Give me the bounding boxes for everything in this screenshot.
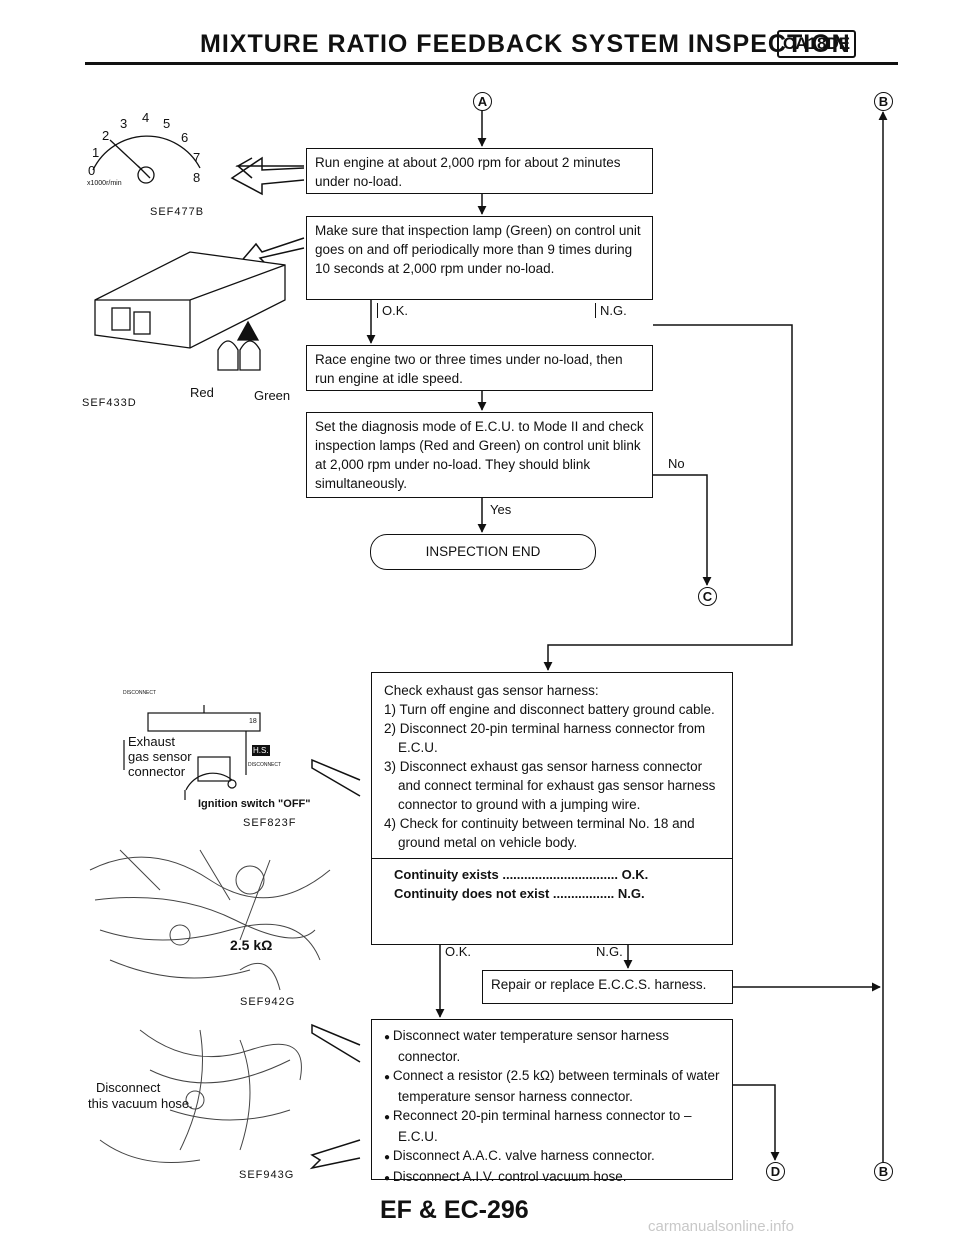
tach-number: 2: [102, 128, 110, 143]
figure-caption: SEF433D: [82, 397, 137, 409]
tach-number: 3: [120, 116, 128, 131]
prep-item: Disconnect water temperature sensor harn…: [382, 1026, 722, 1066]
prep-item: Reconnect 20-pin terminal harness connec…: [382, 1106, 722, 1146]
step-prepare-sensors: Disconnect water temperature sensor harn…: [371, 1019, 733, 1184]
check-item: 4) Check for continuity between terminal…: [384, 816, 695, 850]
connector-node-d: D: [766, 1162, 785, 1181]
check-item: 2) Disconnect 20-pin terminal harness co…: [384, 721, 706, 755]
tach-number: 6: [181, 130, 189, 145]
disconnect-label: DISCONNECT: [248, 762, 282, 768]
result-no: No: [668, 456, 685, 471]
connector-node-b: B: [874, 1162, 893, 1181]
engine-badge: CA18DE: [777, 30, 857, 58]
watermark: carmanualsonline.info: [648, 1218, 794, 1235]
continuity-exists: Continuity exists ......................…: [394, 867, 618, 882]
tach-number: 8: [193, 170, 201, 185]
vacuum-disconnect-label: Disconnect: [96, 1080, 161, 1095]
connector-node-b: B: [874, 92, 893, 111]
step-check-harness: Check exhaust gas sensor harness: 1) Tur…: [371, 672, 733, 945]
figure-caption: SEF477B: [150, 206, 205, 218]
page-title: MIXTURE RATIO FEEDBACK SYSTEM INSPECTION: [200, 30, 851, 58]
prep-item: Connect a resistor (2.5 kΩ) between term…: [382, 1066, 722, 1106]
prep-item: Disconnect A.I.V. control vacuum hose.: [382, 1167, 722, 1188]
harness-exhaust: Exhaust: [128, 734, 175, 749]
connector-node-c: C: [698, 587, 717, 606]
step-run-engine: Run engine at about 2,000 rpm for about …: [306, 148, 653, 194]
continuity-results: Continuity exists ......................…: [372, 858, 732, 903]
continuity-not: Continuity does not exist ..............…: [394, 886, 615, 901]
tach-number: 4: [142, 110, 150, 125]
step-text: Race engine two or three times under no-…: [315, 352, 623, 386]
hs-badge: H.S.: [252, 745, 270, 756]
inspection-end-terminator: INSPECTION END: [370, 534, 596, 570]
disconnect-label: DISCONNECT: [123, 690, 157, 696]
figure-caption: SEF943G: [239, 1169, 295, 1181]
lamp-label-red: Red: [190, 385, 214, 400]
result-ng: N.G.: [596, 944, 623, 959]
step-repair-harness: Repair or replace E.C.C.S. harness.: [482, 970, 733, 1004]
harness-sensor: gas sensor: [128, 749, 192, 764]
lamp-label-green: Green: [254, 388, 291, 403]
ignition-label: Ignition switch "OFF": [198, 798, 311, 810]
step-race-engine: Race engine two or three times under no-…: [306, 345, 653, 391]
pin-label: 18: [249, 718, 257, 725]
resistor-label: 2.5 kΩ: [230, 937, 273, 953]
step-text: Run engine at about 2,000 rpm for about …: [315, 155, 621, 189]
check-item: 3) Disconnect exhaust gas sensor harness…: [384, 759, 716, 812]
tach-unit: x1000r/min: [87, 180, 122, 187]
figure-caption: SEF823F: [243, 817, 297, 829]
continuity-exists-result: O.K.: [621, 867, 649, 882]
prep-list: Disconnect water temperature sensor harn…: [382, 1026, 722, 1188]
prep-item: Disconnect A.A.C. valve harness connecto…: [382, 1146, 722, 1167]
step-check-green-lamp: Make sure that inspection lamp (Green) o…: [306, 216, 653, 300]
tach-number: 5: [163, 116, 171, 131]
result-yes: Yes: [490, 502, 512, 517]
step-set-diagnosis: Set the diagnosis mode of E.C.U. to Mode…: [306, 412, 653, 498]
tach-number: 7: [193, 150, 201, 165]
connector-node-a: A: [473, 92, 492, 111]
figure-caption: SEF942G: [240, 996, 296, 1008]
page-number: EF & EC-296: [380, 1196, 529, 1224]
header-rule: [85, 62, 898, 65]
continuity-not-result: N.G.: [617, 886, 645, 901]
step-text: Repair or replace E.C.C.S. harness.: [491, 977, 707, 992]
check-title: Check exhaust gas sensor harness:: [384, 683, 599, 698]
result-ng: N.G.: [595, 303, 627, 318]
tach-number: 1: [92, 145, 100, 160]
result-ok: O.K.: [445, 944, 472, 959]
step-text: Set the diagnosis mode of E.C.U. to Mode…: [315, 419, 644, 491]
step-text: Make sure that inspection lamp (Green) o…: [315, 223, 641, 276]
result-ok: O.K.: [377, 303, 408, 318]
check-list: 1) Turn off engine and disconnect batter…: [384, 700, 720, 852]
harness-connector: connector: [128, 764, 186, 779]
tach-number: 0: [88, 163, 96, 178]
vacuum-hose-label: this vacuum hose.: [88, 1096, 193, 1111]
check-item: 1) Turn off engine and disconnect batter…: [384, 702, 715, 717]
